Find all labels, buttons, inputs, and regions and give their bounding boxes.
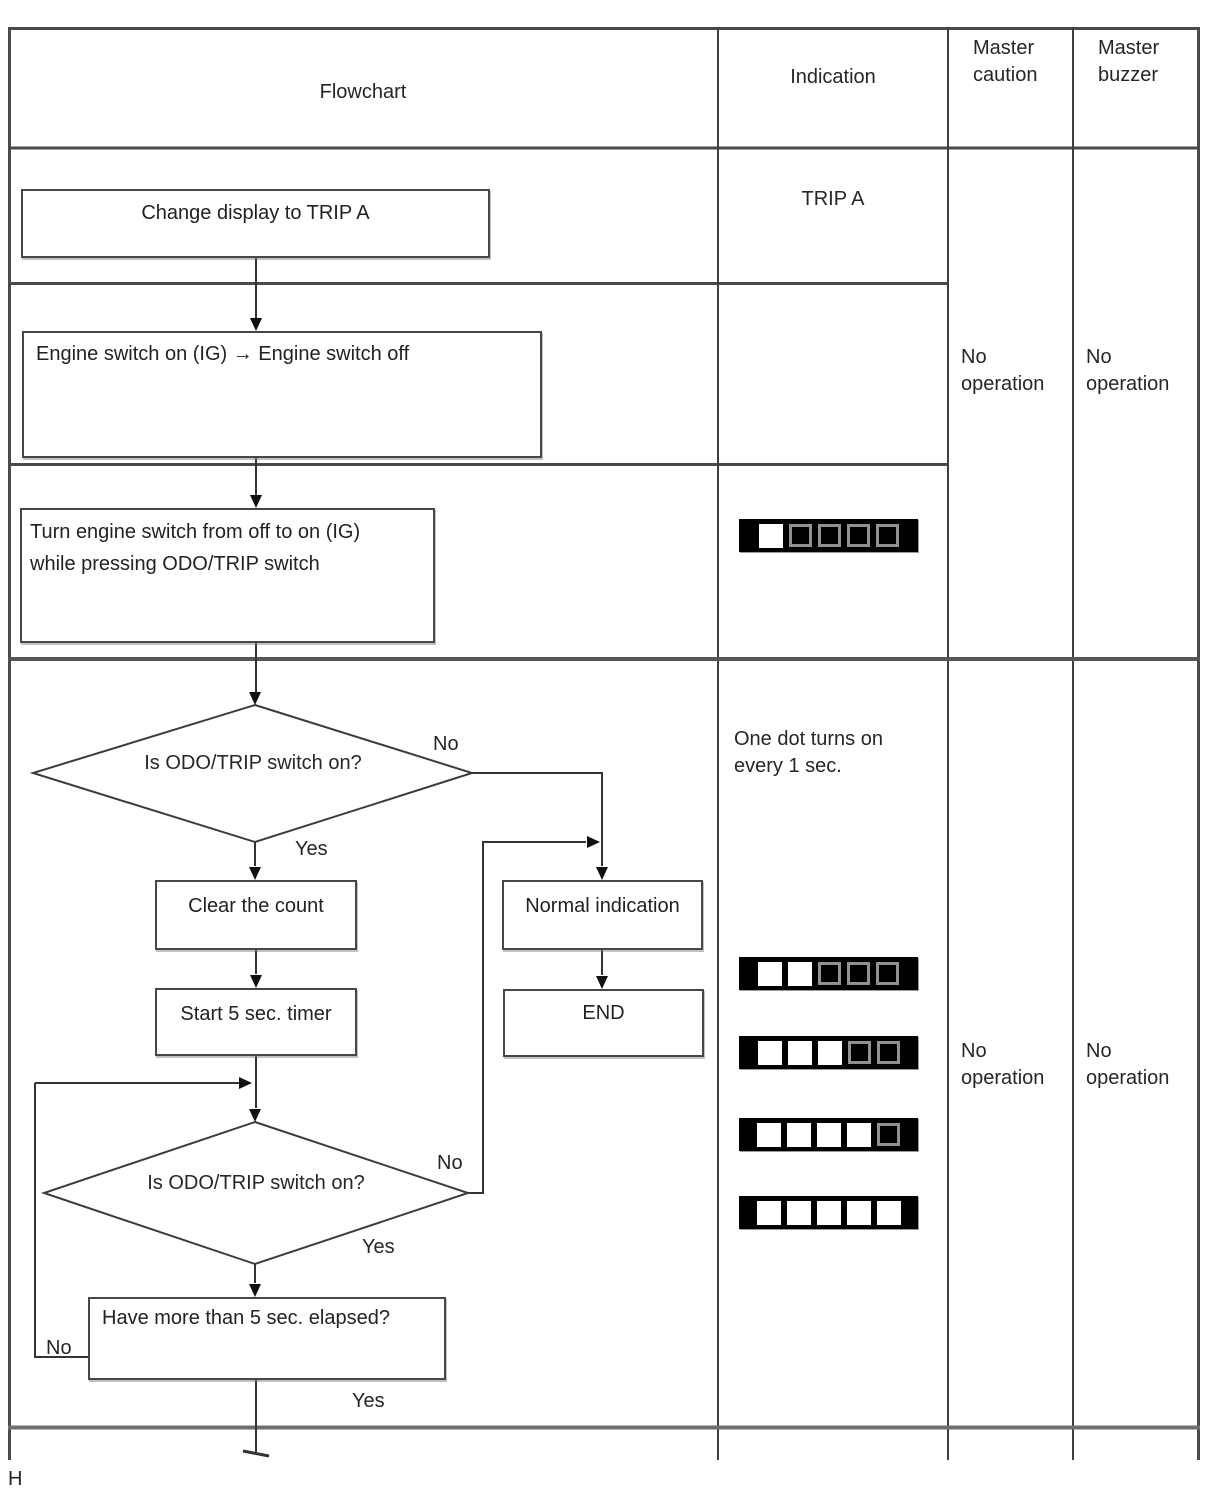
dot-display-2 bbox=[739, 957, 918, 990]
process-engine-switch-on-off: Engine switch on (IG) → Engine switch of… bbox=[22, 331, 542, 458]
process-turn-engine-switch-pressing-odo-trip: Turn engine switch from off to on (IG) w… bbox=[20, 508, 435, 643]
dot-display-3 bbox=[739, 1036, 918, 1069]
dot-off bbox=[788, 524, 812, 547]
dot-on bbox=[786, 1200, 811, 1225]
column-header-master-buzzer: Master buzzer bbox=[1098, 37, 1160, 86]
process-have-5-sec-elapsed: Have more than 5 sec. elapsed? bbox=[88, 1297, 446, 1380]
indication-dot-note: One dot turns on every 1 sec. bbox=[734, 728, 883, 777]
dot-on bbox=[757, 1122, 781, 1147]
dot-off bbox=[847, 962, 870, 985]
dot-off bbox=[846, 524, 870, 547]
decision-diamonds bbox=[29, 703, 476, 1266]
page-mark: H bbox=[8, 1468, 23, 1490]
master-buzzer-cell-2: No operation bbox=[1086, 1040, 1170, 1089]
column-header-indication: Indication bbox=[790, 66, 876, 88]
decision1-no-label: No bbox=[433, 733, 459, 755]
decision1-label: Is ODO/TRIP switch on? bbox=[144, 752, 362, 774]
dot-on bbox=[876, 1200, 901, 1225]
column-header-flowchart: Flowchart bbox=[319, 81, 407, 103]
decision2-diamond bbox=[40, 1120, 472, 1266]
dot-on bbox=[787, 1122, 811, 1147]
decision2-yes-label: Yes bbox=[362, 1236, 395, 1258]
master-buzzer-cell-1: No operation bbox=[1086, 346, 1170, 395]
dot-on bbox=[817, 1040, 842, 1065]
process-change-display-trip-a: Change display to TRIP A bbox=[21, 189, 490, 258]
decision1-yes-label: Yes bbox=[295, 838, 328, 860]
dot-off bbox=[818, 962, 841, 985]
elapsed-no-label: No bbox=[46, 1337, 72, 1359]
master-caution-cell-1: No operation bbox=[961, 346, 1045, 395]
table-column-lines bbox=[717, 27, 1074, 1460]
dot-on bbox=[788, 961, 812, 986]
dot-on bbox=[756, 1200, 781, 1225]
dot-on bbox=[758, 523, 783, 548]
column-header-master-caution: Master caution bbox=[973, 37, 1038, 86]
dot-on bbox=[757, 1040, 782, 1065]
elapsed-yes-label: Yes bbox=[352, 1390, 385, 1412]
dot-on bbox=[787, 1040, 812, 1065]
dot-on bbox=[847, 1122, 871, 1147]
dot-off bbox=[875, 524, 899, 547]
dot-off bbox=[876, 962, 899, 985]
dot-on bbox=[817, 1122, 841, 1147]
dot-off bbox=[877, 1123, 900, 1146]
dot-display-4 bbox=[739, 1118, 918, 1151]
dot-display-5 bbox=[739, 1196, 918, 1229]
dot-on bbox=[758, 961, 782, 986]
dot-off bbox=[847, 1041, 871, 1064]
dot-on bbox=[846, 1200, 871, 1225]
decision2-no-label: No bbox=[437, 1152, 463, 1174]
process-normal-indication: Normal indication bbox=[502, 880, 703, 950]
arrowheads bbox=[239, 318, 608, 1297]
decision1-diamond bbox=[29, 703, 476, 844]
process-clear-the-count: Clear the count bbox=[155, 880, 357, 950]
master-caution-cell-2: No operation bbox=[961, 1040, 1045, 1089]
indication-trip-a: TRIP A bbox=[801, 188, 865, 210]
dot-on bbox=[816, 1200, 841, 1225]
flow-connectors bbox=[34, 258, 603, 1458]
table-grid bbox=[8, 27, 1200, 1460]
dot-off bbox=[876, 1041, 900, 1064]
dot-off bbox=[817, 524, 841, 547]
process-start-5-sec-timer: Start 5 sec. timer bbox=[155, 988, 357, 1056]
dot-display-1 bbox=[739, 519, 918, 552]
terminator-end: END bbox=[503, 989, 704, 1057]
decision2-label: Is ODO/TRIP switch on? bbox=[147, 1172, 365, 1194]
